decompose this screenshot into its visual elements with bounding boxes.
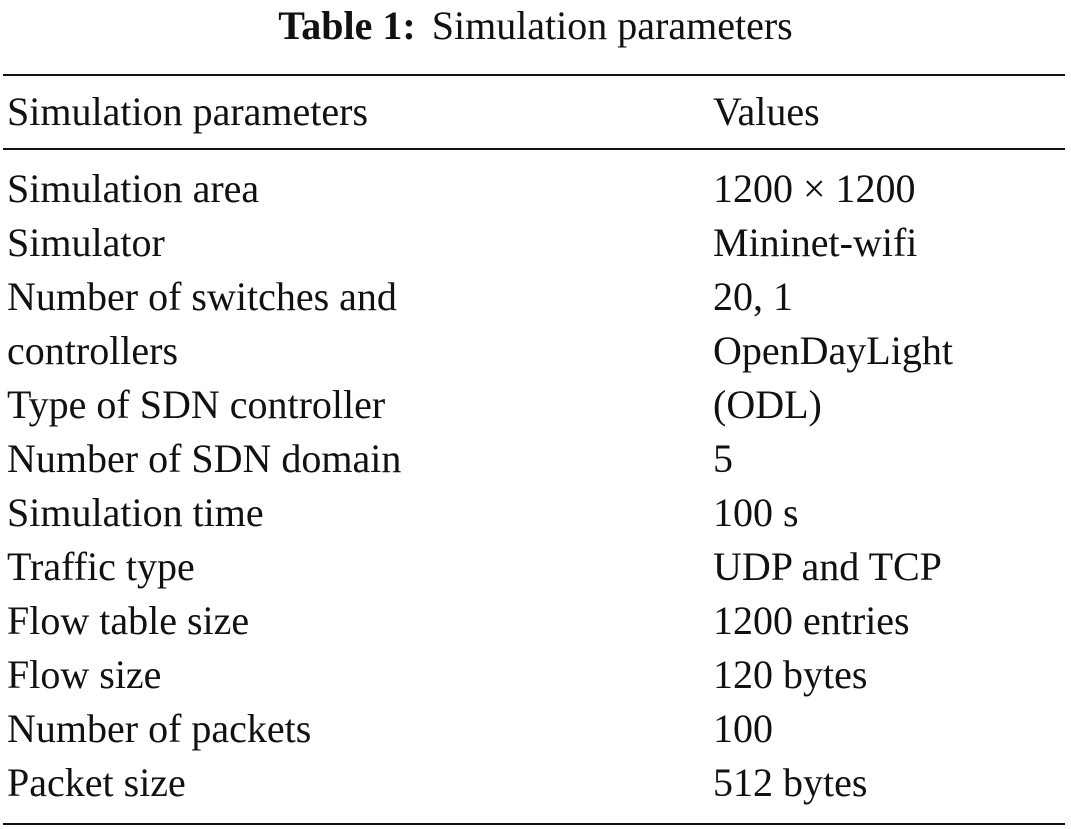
table-caption-label: Table 1: [278, 3, 416, 48]
table-caption-title: Simulation parameters [431, 3, 793, 48]
table-cell-value: 1200 × 1200 [713, 166, 916, 211]
table-cell-value: 20, 1 [713, 274, 793, 319]
table-cell-parameter: Type of SDN controller [7, 382, 386, 427]
table-cell-value: 5 [713, 436, 733, 481]
table-bottom-rule [3, 823, 1065, 825]
table-cell-value: (ODL) [713, 382, 822, 427]
table-cell-parameter: Number of SDN domain [7, 436, 402, 481]
column-header-parameters: Simulation parameters [7, 89, 369, 134]
table-cell-parameter: Flow table size [7, 598, 250, 643]
table-top-rule [3, 74, 1065, 76]
table-cell-parameter: controllers [7, 328, 179, 373]
table-cell-parameter: Traffic type [7, 544, 195, 589]
table-cell-value: 120 bytes [713, 652, 868, 697]
table-cell-value: UDP and TCP [713, 544, 942, 589]
table-cell-parameter: Simulator [7, 220, 165, 265]
table-cell-parameter: Simulation area [7, 166, 260, 211]
table-cell-value: 1200 entries [713, 598, 910, 643]
table-cell-value: 100 s [713, 490, 799, 535]
table-cell-parameter: Number of switches and [7, 274, 397, 319]
table-cell-parameter: Flow size [7, 652, 162, 697]
column-header-values: Values [713, 89, 820, 134]
table-cell-value: 512 bytes [713, 760, 868, 805]
table-cell-value: 100 [713, 706, 773, 751]
table-header-rule [3, 148, 1065, 150]
table-cell-parameter: Number of packets [7, 706, 312, 751]
table-cell-parameter: Simulation time [7, 490, 264, 535]
table-caption: Table 1: Simulation parameters [0, 0, 1071, 52]
table-cell-value: OpenDayLight [713, 328, 953, 373]
table-cell-parameter: Packet size [7, 760, 186, 805]
table-cell-value: Mininet-wifi [713, 220, 918, 265]
